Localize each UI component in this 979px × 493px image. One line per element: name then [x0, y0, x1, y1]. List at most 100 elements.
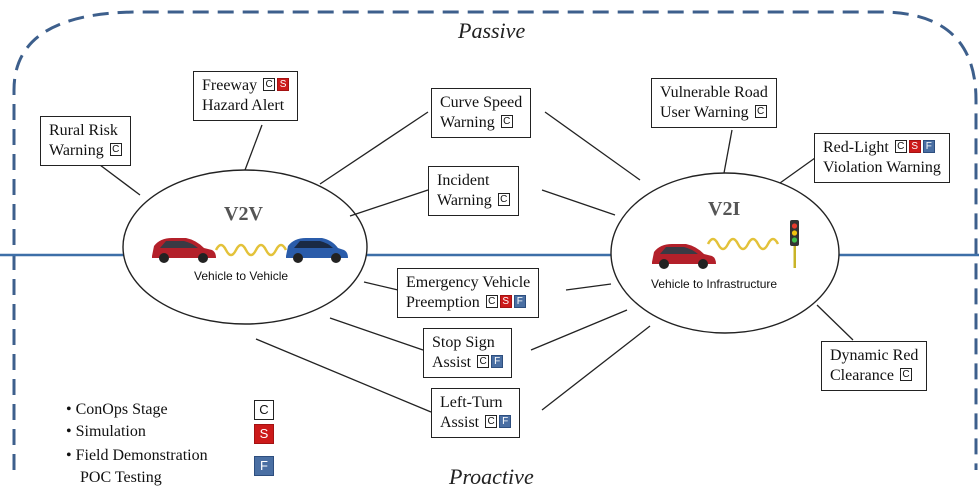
app-label-text: Hazard Alert: [202, 97, 285, 115]
stage-badges: C: [753, 103, 767, 123]
stage-badge-c: C: [754, 105, 767, 119]
stage-badge-c: C: [485, 295, 498, 309]
legend-badge-simulation: S: [254, 424, 274, 444]
stage-badge-c: C: [263, 78, 276, 92]
app-label-line: Emergency Vehicle: [406, 273, 530, 293]
stage-badge-f: F: [513, 295, 526, 309]
app-label-text: Dynamic Red: [830, 347, 919, 364]
app-label-text: Warning: [440, 114, 495, 131]
v2v-subtitle: Vehicle to Vehicle: [194, 269, 289, 283]
v2v-illustration: [152, 238, 348, 263]
signal-wave-icon: [214, 243, 288, 257]
blue-car-icon: [286, 238, 348, 263]
app-label-line: Left-Turn: [440, 393, 511, 413]
stage-badge-s: S: [908, 140, 921, 154]
legend-badge-field: F: [254, 456, 274, 476]
app-label-text: Rural Risk: [49, 122, 118, 139]
legend-item-poc: POC Testing: [80, 469, 162, 486]
stage-badges: C: [108, 141, 122, 161]
v2v-title: V2V: [224, 203, 263, 225]
stage-badges: C: [496, 191, 510, 211]
app-label-line: Warning C: [49, 141, 122, 161]
app-label-text: Violation Warning: [823, 159, 941, 177]
app-label-line: Stop Sign: [432, 333, 503, 353]
v2i-title: V2I: [708, 198, 741, 220]
signal-wave-icon: [706, 237, 780, 251]
app-label-line: Warning C: [437, 191, 510, 211]
app-label-text: Red-Light: [823, 139, 889, 156]
app-label-text: Preemption: [406, 294, 480, 311]
app-label-text: Vulnerable Road: [660, 84, 768, 101]
v2i-connectors: [530, 111, 854, 411]
app-label-text: Freeway: [202, 77, 258, 94]
legend-item-conops: • ConOps Stage: [66, 401, 168, 418]
stage-badge-c: C: [477, 355, 490, 369]
app-label-text: Left-Turn: [440, 394, 503, 411]
app-label-line: Curve Speed: [440, 93, 522, 113]
stage-badge-c: C: [485, 415, 498, 429]
proactive-label: Proactive: [449, 464, 534, 489]
app-label-text: Stop Sign: [432, 334, 495, 351]
stage-badge-f: F: [491, 355, 504, 369]
stage-badge-c: C: [109, 143, 122, 157]
app-label-line: Rural Risk: [49, 121, 122, 141]
legend-badge-conops: C: [254, 400, 274, 420]
red-car-icon: [152, 238, 216, 263]
app-label-text: Curve Speed: [440, 94, 523, 111]
app-label-text: Emergency Vehicle: [406, 274, 531, 291]
stage-badges: C: [499, 113, 513, 133]
stage-badge-c: C: [500, 115, 513, 129]
stage-badges: C: [898, 366, 912, 386]
stage-badge-s: S: [499, 295, 512, 309]
stage-badge-f: F: [499, 415, 512, 429]
app-label-text: Assist: [432, 354, 472, 371]
legend-item-simulation: • Simulation: [66, 423, 146, 440]
app-label-line: Incident: [437, 171, 510, 191]
app-label-line: Vulnerable Road: [660, 83, 768, 103]
traffic-light-icon: [790, 220, 799, 268]
app-label-text: Assist: [440, 414, 480, 431]
v2v-connectors: [99, 111, 432, 413]
app-label-text: Clearance: [830, 367, 894, 384]
app-label-line: User Warning C: [660, 103, 768, 123]
legend-item-field-demo: • Field Demonstration: [66, 447, 208, 464]
app-label-line: Warning C: [440, 113, 522, 133]
stage-badge-c: C: [894, 140, 907, 154]
app-label-text: Warning: [437, 192, 492, 209]
app-label-line: Violation Warning: [823, 158, 941, 178]
app-label-text: User Warning: [660, 104, 749, 121]
v2i-subtitle: Vehicle to Infrastructure: [651, 277, 778, 291]
stage-badge-c: C: [497, 193, 510, 207]
stage-badge-s: S: [277, 78, 290, 92]
app-label-text: Warning: [49, 142, 104, 159]
app-label-text: Incident: [437, 172, 490, 189]
app-label-line: Dynamic Red: [830, 346, 918, 366]
app-label-line: Hazard Alert: [202, 96, 289, 116]
passive-label: Passive: [458, 18, 526, 43]
stage-badge-f: F: [922, 140, 935, 154]
v2i-illustration: [652, 220, 799, 269]
